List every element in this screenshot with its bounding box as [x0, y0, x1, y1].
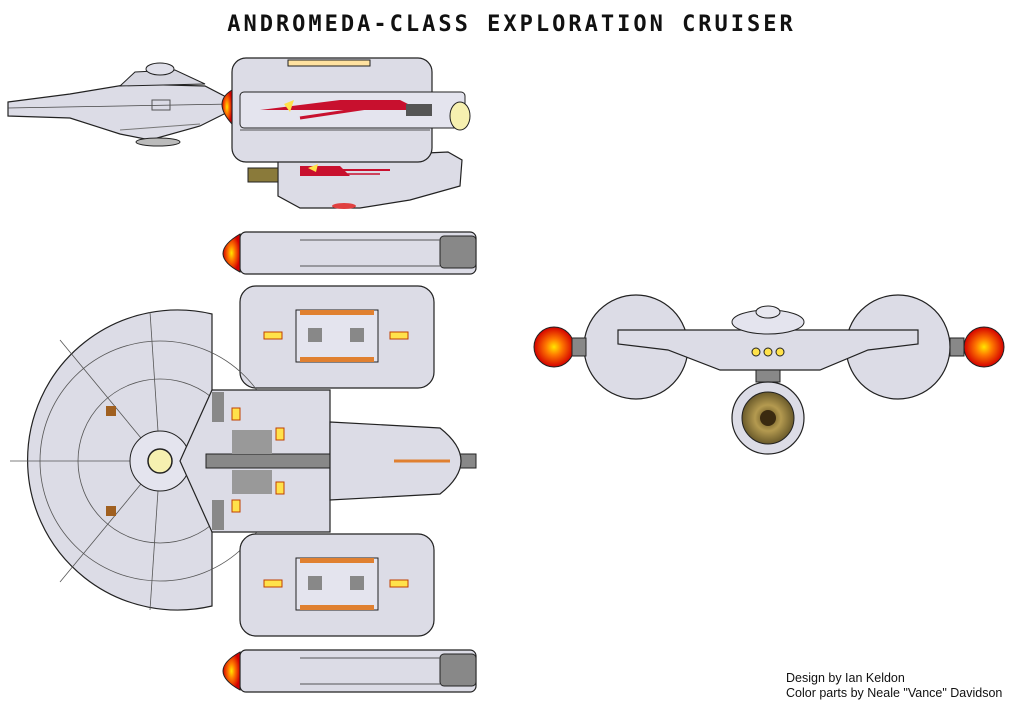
side-saucer	[7, 62, 233, 147]
top-pod-upper	[239, 285, 435, 389]
side-nacelle	[221, 57, 471, 163]
top-secondary-hull	[179, 389, 477, 533]
front-view	[533, 294, 1005, 455]
design-credit: Design by Ian Keldon	[786, 671, 905, 685]
top-pod-lower	[239, 533, 435, 637]
page-title: ANDROMEDA-CLASS EXPLORATION CRUISER	[227, 12, 796, 37]
top-nacelle-lower	[222, 649, 477, 693]
side-view	[7, 57, 471, 209]
top-nacelle-upper	[222, 231, 477, 275]
top-saucer	[10, 309, 281, 611]
color-credit: Color parts by Neale "Vance" Davidson	[786, 686, 1003, 700]
top-view	[10, 231, 477, 693]
side-secondary-hull	[247, 151, 463, 209]
